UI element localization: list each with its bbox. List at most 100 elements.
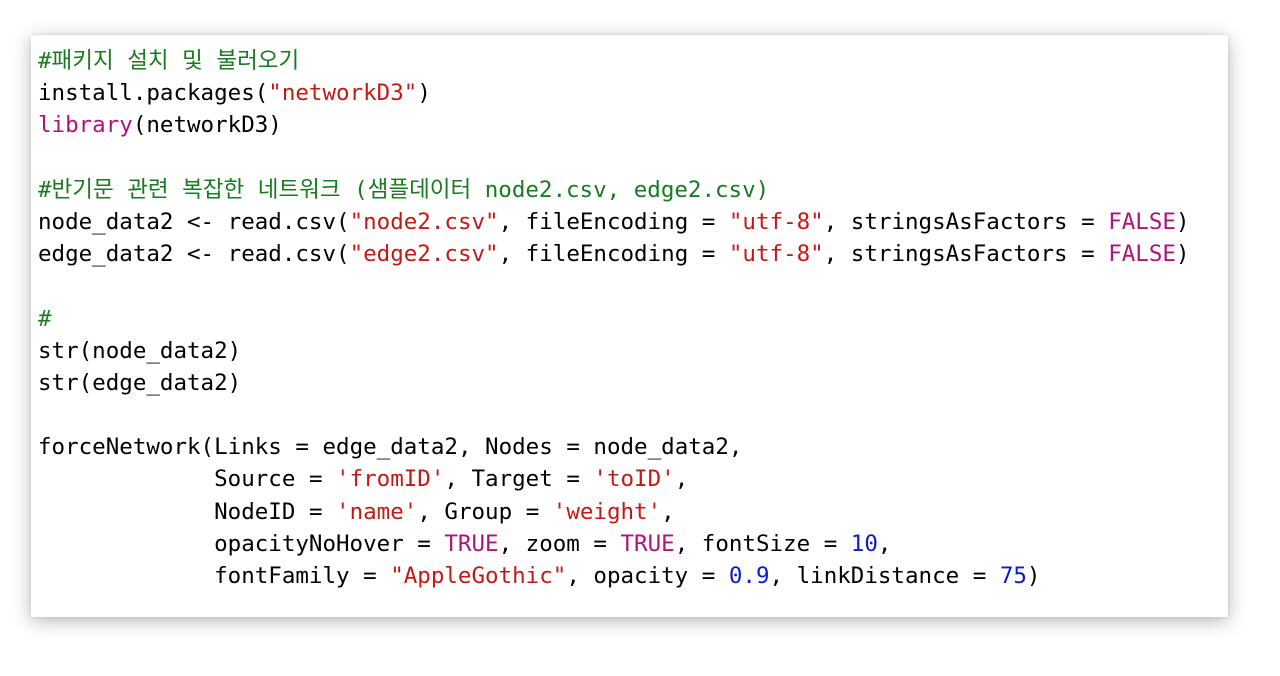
code-token-plain: node_data2, [579,434,743,461]
code-token-comment: # [38,305,52,332]
code-token-plain: , Group [417,498,526,525]
code-line: # [38,303,1189,335]
code-token-plain: opacityNoHover [38,530,418,557]
code-line: str(edge_data2) [38,367,1189,399]
code-token-plain: Source [38,466,309,493]
code-line: edge_data2 <- read.csv("edge2.csv", file… [38,238,1189,270]
code-token-comment: #반기문 관련 복잡한 네트워크 (샘플데이터 node2.csv, edge2… [38,176,770,203]
code-token-plain: node_data2 [38,208,188,235]
code-token-plain [715,241,729,267]
code-token-plain: ) [1175,241,1190,268]
code-line: #패키지 설치 및 불러오기 [38,45,1189,77]
code-token-plain: read.csv( [214,241,350,268]
code-token-plain [837,531,851,557]
code-token-plain: , [877,530,892,557]
code-token-plain: ) [1026,563,1041,589]
code-token-plain: NodeID [38,498,309,525]
code-line [38,399,1189,431]
code-token-comment: #패키지 설치 및 불러오기 [38,48,300,74]
code-token-operator: = [308,498,323,525]
code-token-plain: , zoom [498,530,594,557]
code-token-plain: , fileEncoding [498,241,702,268]
code-token-plain [715,563,729,589]
code-token-plain: edge_data2, Nodes [308,434,567,461]
code-token-plain [539,499,553,525]
code-token-operator: = [593,530,607,557]
code-token-string: "networkD3" [268,80,418,107]
code-token-plain: , [674,466,689,493]
code-token-string: "utf-8" [728,241,824,268]
code-line: node_data2 <- read.csv("node2.csv", file… [38,206,1189,238]
code-line: forceNetwork(Links = edge_data2, Nodes =… [38,431,1189,463]
code-token-operator: = [701,208,716,235]
code-token-plain: (networkD3) [132,112,282,139]
code-token-operator: = [566,434,580,461]
code-snippet-panel: #패키지 설치 및 불러오기 install.packages("networkD… [31,35,1228,617]
code-token-plain [377,563,391,589]
code-token-operator: = [417,530,431,557]
code-token-plain: str(edge_data2) [38,369,242,396]
code-token-string: 'name' [336,498,418,525]
code-line: NodeID = 'name', Group = 'weight', [38,496,1189,528]
code-token-plain: , opacity [566,563,702,589]
code-token-plain: , linkDistance [769,563,973,589]
code-token-plain: fontFamily [38,563,364,589]
code-token-operator: = [972,563,987,589]
code-token-string: "utf-8" [728,208,824,235]
code-token-plain: , fontSize [674,530,824,557]
code-token-plain: , stringsAsFactors [823,208,1082,235]
code-token-plain [1095,241,1109,267]
code-token-plain: , Target [444,466,567,493]
code-line [38,142,1189,174]
code-token-keyword: TRUE [620,530,675,557]
code-token-keyword: FALSE [1108,241,1176,268]
code-token-operator: = [701,241,716,268]
code-token-operator: <- [187,241,215,268]
code-line: #반기문 관련 복잡한 네트워크 (샘플데이터 node2.csv, edge2… [38,174,1189,206]
code-token-plain: , [661,498,675,525]
code-line: Source = 'fromID', Target = 'toID', [38,463,1189,495]
code-token-plain: install.packages( [38,80,269,107]
code-token-keyword: TRUE [444,530,499,557]
code-line: fontFamily = "AppleGothic", opacity = 0.… [38,560,1189,592]
code-token-number: 10 [850,530,878,557]
code-token-string: 'toID' [593,466,675,493]
code-token-keyword: library [38,112,133,139]
code-token-keyword: FALSE [1108,208,1176,235]
code-line: library(networkD3) [38,109,1189,141]
code-token-string: 'weight' [552,498,662,525]
code-token-number: 0.9 [728,563,770,589]
code-token-string: 'fromID' [336,466,445,493]
code-token-operator: = [295,434,309,461]
code-token-plain: ) [1175,208,1190,235]
code-token-string: "node2.csv" [349,208,499,235]
code-token-operator: = [823,530,838,557]
code-token-plain [431,531,445,557]
code-line: str(node_data2) [38,335,1189,367]
code-token-plain [580,466,594,492]
code-block: #패키지 설치 및 불러오기 install.packages("networkD… [38,45,1189,592]
code-token-plain: forceNetwork(Links [38,434,296,461]
code-token-operator: = [1081,208,1095,235]
code-token-plain: , fileEncoding [498,208,702,235]
code-line: install.packages("networkD3") [38,77,1189,109]
code-line [38,270,1189,302]
code-line: opacityNoHover = TRUE, zoom = TRUE, font… [38,528,1189,560]
code-token-plain [322,466,336,492]
code-token-operator: = [525,498,540,525]
code-token-string: "AppleGothic" [390,563,567,589]
code-token-plain [986,563,1000,589]
code-token-number: 75 [999,563,1027,589]
code-token-operator: = [1081,241,1095,268]
code-token-plain [322,499,336,525]
code-token-plain: read.csv( [214,208,350,235]
code-token-string: "edge2.csv" [349,241,499,268]
code-token-operator: = [308,466,323,493]
code-token-operator: = [363,563,377,589]
code-token-plain: ) [417,80,431,107]
code-token-plain [1095,209,1109,235]
code-token-operator: <- [187,208,215,235]
code-token-operator: = [701,563,716,589]
code-token-operator: = [566,466,580,493]
code-token-plain [607,531,621,557]
